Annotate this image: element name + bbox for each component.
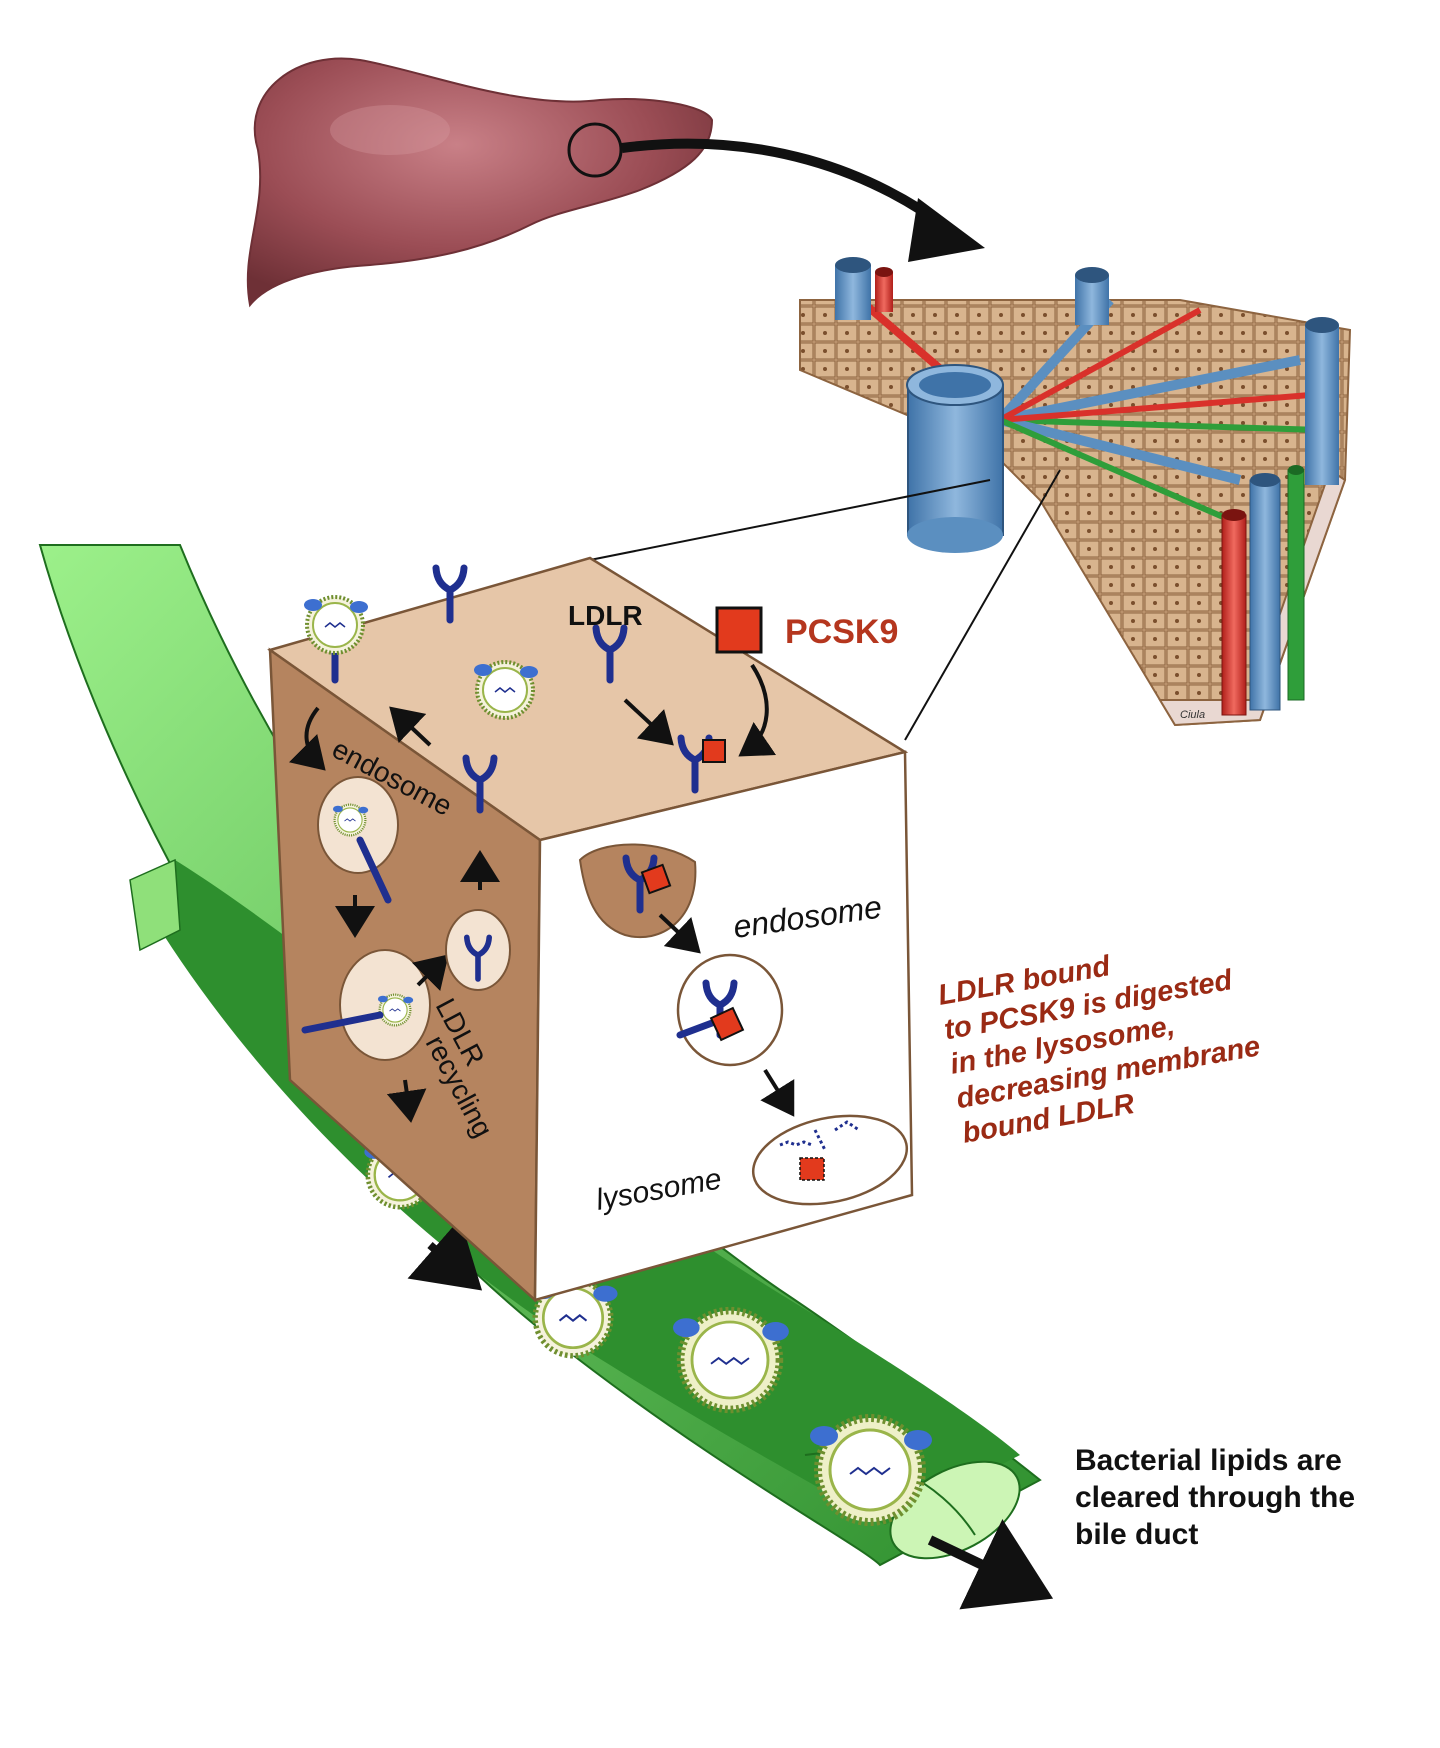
pit-to-endosome-arrow <box>658 913 701 954</box>
pcsk9-note: LDLR bound to PCSK9 is digested in the l… <box>936 926 1277 1150</box>
liver-region-marker <box>567 122 623 178</box>
central-vein <box>906 364 1004 553</box>
duct-flow-arrow <box>407 1218 483 1291</box>
bile-caption: Bacterial lipids are cleared through the… <box>1075 1444 1363 1551</box>
zoom-line-right <box>904 469 1061 741</box>
bile-exit-arrow <box>927 1519 1054 1610</box>
svg-text:Bacterial lipids are cle: Bacterial lipids are cleared through the… <box>1075 1444 1363 1551</box>
recycling-vesicle <box>445 909 511 991</box>
portal-vessels <box>835 257 1339 716</box>
hepatocyte-cube: LDLR PCSK9 endosome LDLR rec <box>267 556 914 1303</box>
artist-signature: Ciula <box>1180 709 1205 721</box>
ldlr-label: LDLR <box>568 600 643 631</box>
pcsk9-in-pit <box>640 863 672 895</box>
ldlr-binding-arrow <box>623 698 674 746</box>
bile-line-1: Bacterial lipids are <box>1075 1444 1342 1477</box>
pcsk9-symbol <box>715 606 763 654</box>
recycling-arrow-diag <box>411 954 449 992</box>
endosome-to-lysosome-arrow <box>760 1068 795 1117</box>
zoom-line-top <box>589 479 991 561</box>
recycling-return-arrow <box>389 706 432 747</box>
pcsk9-bound-top <box>702 739 726 763</box>
svg-text:LDLR bound to PCSK9 is d: LDLR bound to PCSK9 is digested in the l… <box>936 926 1277 1150</box>
endosome-left-1 <box>317 776 399 904</box>
lysosome <box>751 1114 909 1206</box>
internalization-arrow-left <box>288 706 326 771</box>
endosome-right <box>676 953 784 1067</box>
liver <box>246 57 985 308</box>
endosome-left-2 <box>301 949 431 1061</box>
liver-lobule: Ciula <box>799 257 1352 727</box>
endosome-down-arrow-2 <box>386 1079 427 1123</box>
pcsk9-label: PCSK9 <box>785 613 898 651</box>
pcsk9-binding-arrow <box>738 663 777 757</box>
bile-line-2: cleared through the <box>1075 1481 1355 1514</box>
bile-line-3: bile duct <box>1075 1518 1198 1551</box>
